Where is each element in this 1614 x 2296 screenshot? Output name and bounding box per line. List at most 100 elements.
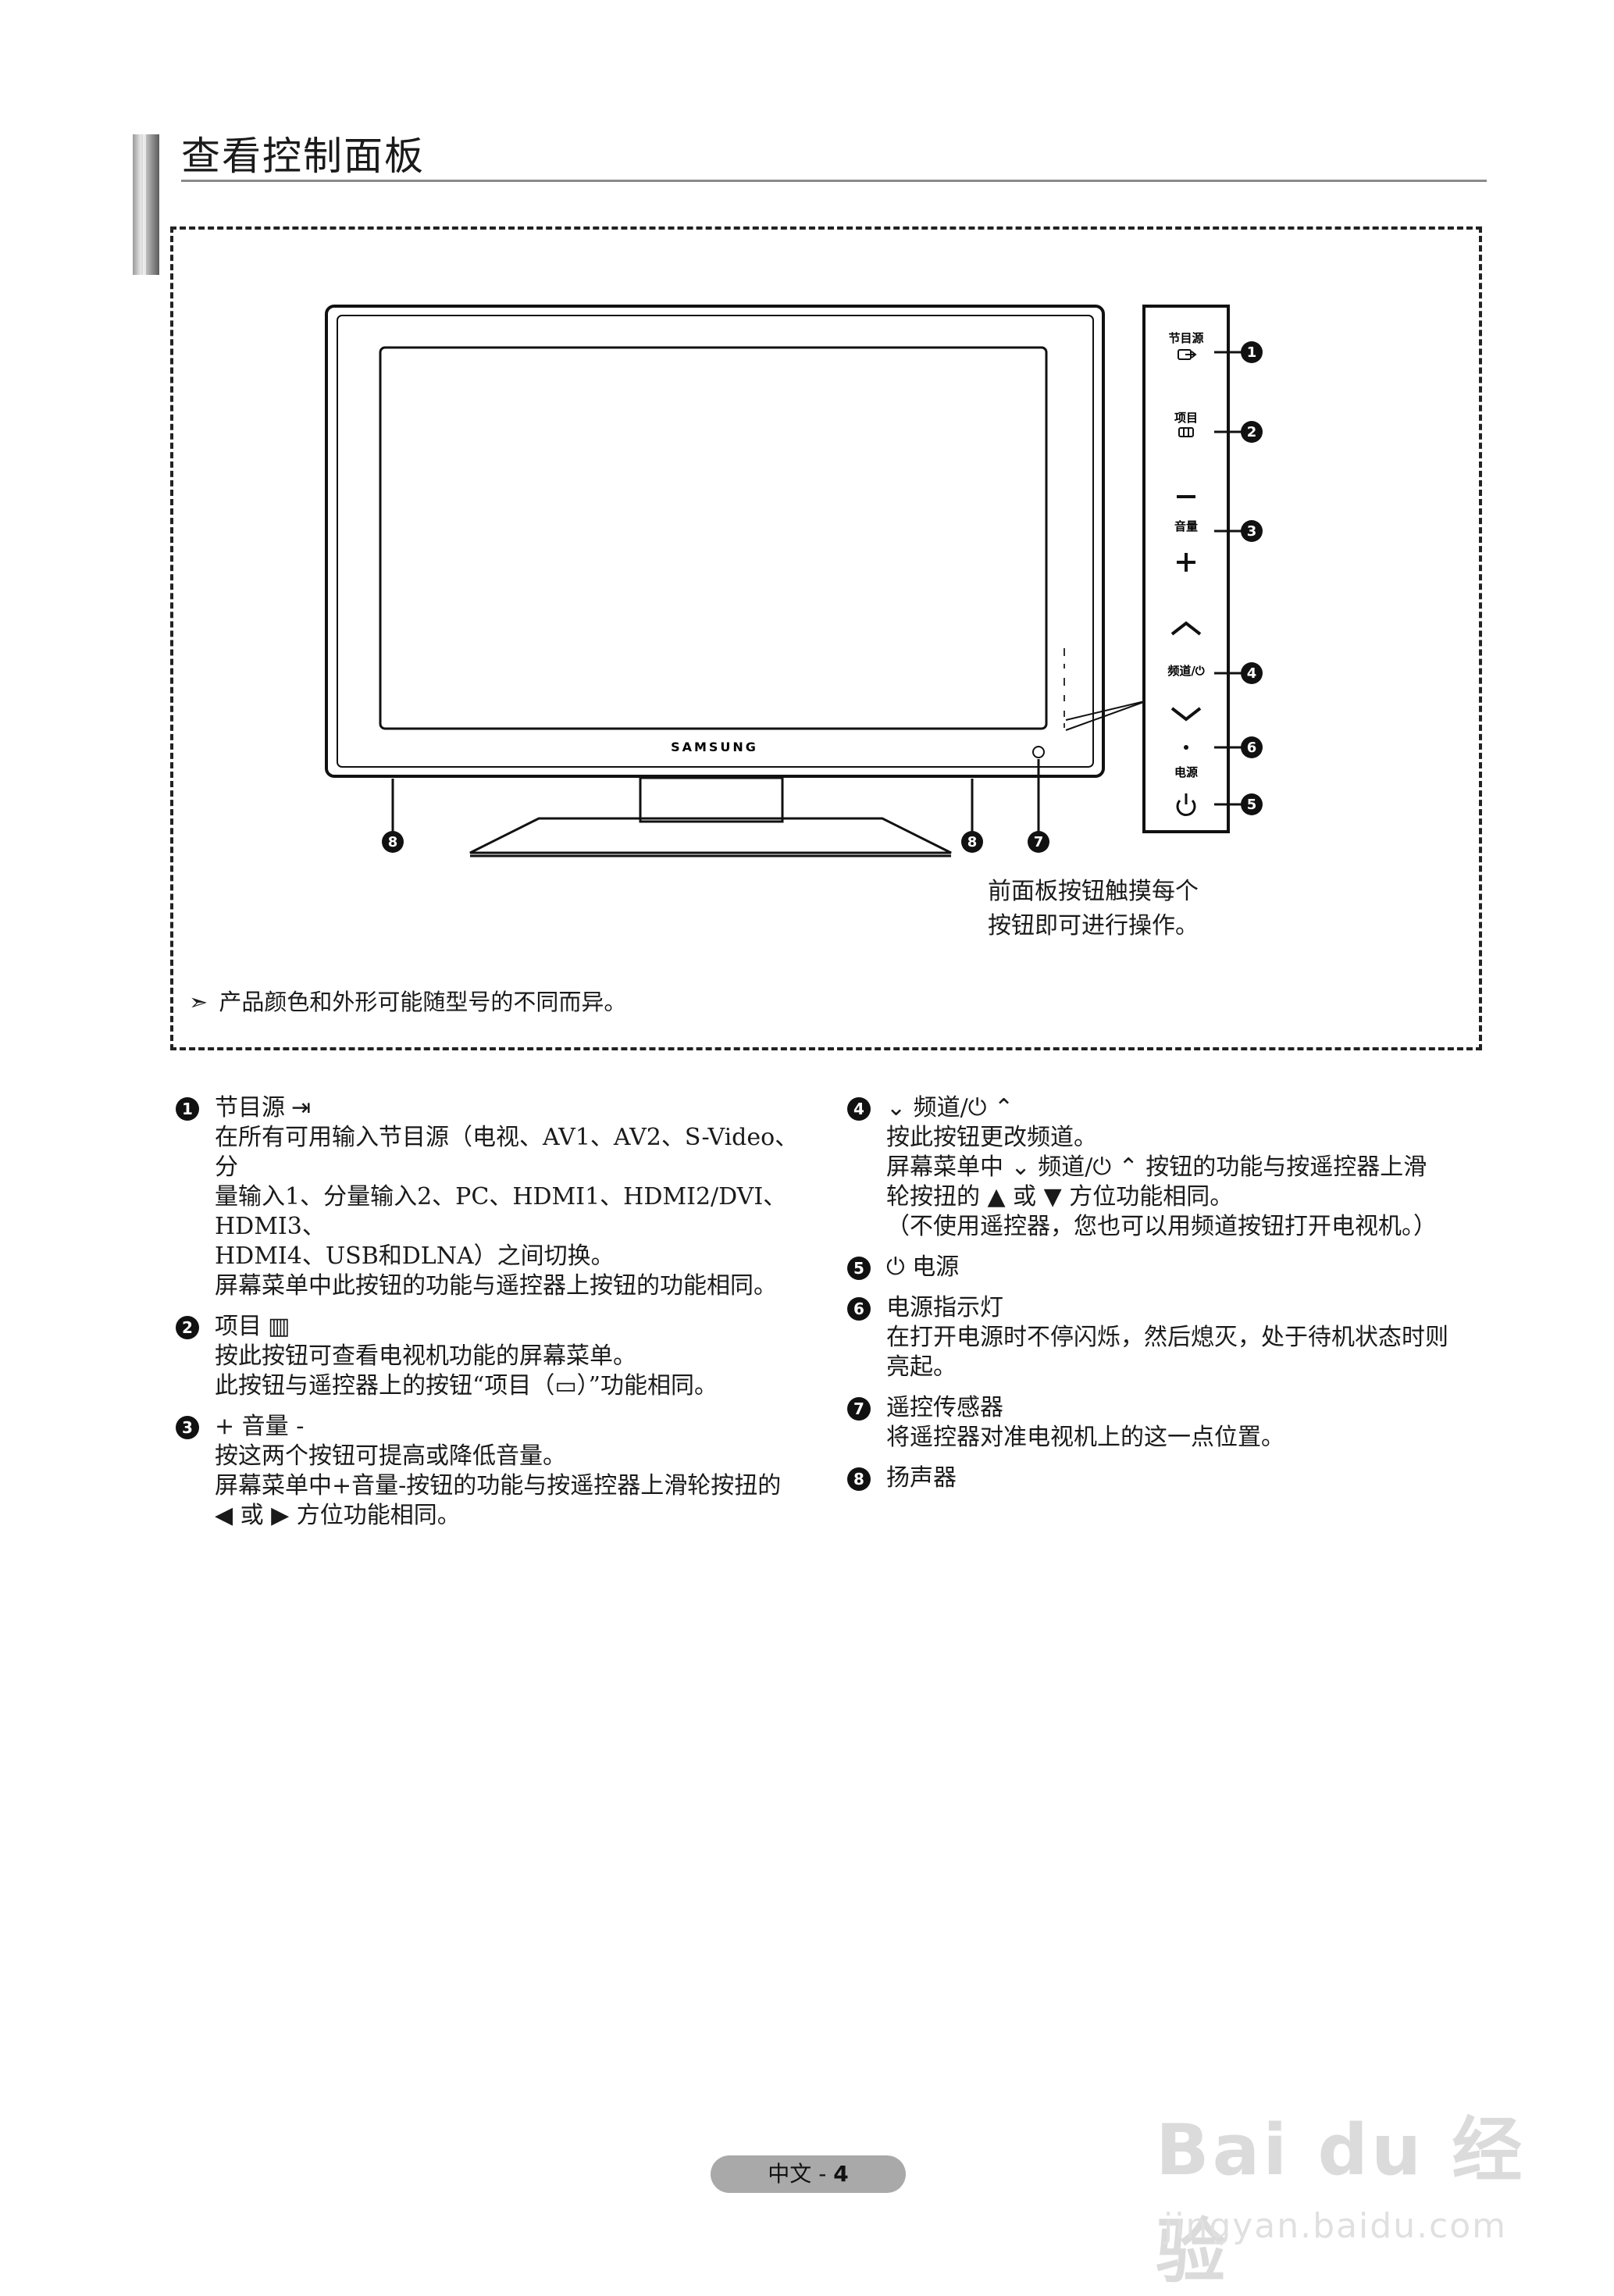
callout-5	[1241, 793, 1263, 815]
disclaimer: ➣ 产品颜色和外形可能随型号的不同而异。	[189, 984, 626, 1017]
panel-label-power: 电源	[1174, 765, 1198, 779]
legend-title: 项目	[215, 1313, 262, 1340]
source-icon	[1178, 349, 1197, 360]
header-accent-bar	[133, 134, 159, 275]
svg-text:6: 6	[1247, 740, 1257, 756]
legend-line: （不使用遥控器，您也可以用频道按钮打开电视机。）	[886, 1213, 1437, 1240]
panel-pointer-line-a	[1065, 700, 1149, 721]
callout-4	[1241, 662, 1263, 684]
legend-line: 屏幕菜单中 ⌄ 频道/⏻ ⌃ 按钮的功能与按遥控器上滑	[886, 1153, 1427, 1181]
brand-logo: SAMSUNG	[671, 740, 758, 754]
watermark-url: jingyan.baidu.com	[1163, 2206, 1508, 2246]
tv-screen	[379, 346, 1048, 730]
legend-number: 5	[847, 1257, 871, 1280]
legend-number: 6	[847, 1297, 871, 1321]
header-accent-highlight	[143, 134, 146, 275]
callout-8-left	[382, 831, 404, 853]
title-divider	[181, 180, 1487, 182]
tv-stand-base	[469, 817, 952, 854]
legend-title: ⌄ 频道/⏻ ⌃	[886, 1094, 1014, 1121]
panel-label-menu: 项目	[1174, 411, 1198, 425]
legend-item: 6 电源指示灯 在打开电源时不停闪烁，然后熄灭，处于待机状态时则 亮起。	[847, 1293, 1488, 1382]
remote-sensor	[1032, 746, 1045, 758]
legend-line: 此按钮与遥控器上的按钮“项目（▭）”功能相同。	[215, 1372, 718, 1399]
svg-text:2: 2	[1247, 424, 1257, 440]
legend-number: 3	[176, 1416, 199, 1439]
legend-line: 屏幕菜单中+音量-按钮的功能与按遥控器上滑轮按扭的	[215, 1472, 782, 1499]
legend-line: 按此按钮可查看电视机功能的屏幕菜单。	[215, 1342, 636, 1370]
legend-right-column: 4 ⌄ 频道/⏻ ⌃ 按此按钮更改频道。 屏幕菜单中 ⌄ 频道/⏻ ⌃ 按钮的功…	[847, 1093, 1488, 1504]
page-title: 查看控制面板	[181, 134, 425, 179]
power-indicator-dot	[1184, 745, 1188, 750]
legend-line: HDMI4、USB和DLNA）之间切换。	[215, 1242, 615, 1270]
tv-stand-neck	[639, 776, 784, 823]
svg-text:4: 4	[1247, 665, 1257, 682]
touch-note-line: 前面板按钮触摸每个	[988, 878, 1199, 905]
legend-line: 亮起。	[886, 1353, 957, 1381]
callout-1	[1241, 341, 1263, 363]
volume-plus-icon	[1177, 553, 1195, 572]
legend-item: 3 + 音量 - 按这两个按钮可提高或降低音量。 屏幕菜单中+音量-按钮的功能与…	[176, 1412, 816, 1531]
legend-title: ⏻ 电源	[886, 1253, 960, 1281]
source-icon: ⇥	[291, 1094, 312, 1121]
legend-item: 7 遥控传感器 将遥控器对准电视机上的这一点位置。	[847, 1393, 1488, 1453]
legend-line: 在打开电源时不停闪烁，然后熄灭，处于待机状态时则	[886, 1324, 1448, 1351]
touch-note-line: 按钮即可进行操作。	[988, 912, 1199, 939]
legend-line: 屏幕菜单中此按钮的功能与遥控器上按钮的功能相同。	[215, 1272, 777, 1300]
panel-label-source: 节目源	[1168, 331, 1203, 345]
svg-text:3: 3	[1247, 523, 1257, 540]
legend-line: ◀ 或 ▶ 方位功能相同。	[215, 1502, 461, 1529]
legend-number: 2	[176, 1316, 199, 1339]
legend-line: 轮按扭的 ▲ 或 ▼ 方位功能相同。	[886, 1183, 1234, 1210]
legend-number: 8	[847, 1467, 871, 1491]
svg-text:1: 1	[1247, 344, 1257, 361]
callout-6	[1241, 736, 1263, 758]
power-icon	[1176, 793, 1196, 816]
legend-line: 在所有可用输入节目源（电视、AV1、AV2、S-Video、分	[215, 1124, 799, 1181]
callout-7	[1028, 831, 1049, 853]
footer-language: 中文 -	[768, 2161, 834, 2187]
svg-text:7: 7	[1034, 834, 1044, 850]
touch-panel-note: 前面板按钮触摸每个 按钮即可进行操作。	[988, 875, 1199, 943]
legend-number: 1	[176, 1097, 199, 1121]
tv-bezel	[325, 305, 1105, 778]
watermark: Bai du 经验 jingyan.baidu.com	[1148, 2030, 1554, 2293]
figure-frame	[170, 226, 1482, 1050]
channel-down-icon	[1170, 707, 1202, 722]
legend-item: 1 节目源⇥ 在所有可用输入节目源（电视、AV1、AV2、S-Video、分 量…	[176, 1093, 816, 1301]
legend-line: 按这两个按钮可提高或降低音量。	[215, 1442, 566, 1470]
callout-2	[1241, 421, 1263, 443]
page-number: 4	[833, 2161, 849, 2187]
legend-item: 4 ⌄ 频道/⏻ ⌃ 按此按钮更改频道。 屏幕菜单中 ⌄ 频道/⏻ ⌃ 按钮的功…	[847, 1093, 1488, 1242]
legend-title: 扬声器	[886, 1464, 957, 1492]
svg-text:5: 5	[1247, 797, 1257, 813]
menu-icon	[1178, 427, 1194, 437]
disclaimer-text: 产品颜色和外形可能随型号的不同而异。	[219, 989, 627, 1015]
tv-bezel-inner	[337, 315, 1094, 768]
legend-item: 8 扬声器	[847, 1464, 1488, 1493]
legend-title: + 音量 -	[215, 1413, 305, 1440]
channel-up-icon	[1170, 621, 1202, 636]
legend-item: 5 ⏻ 电源	[847, 1253, 1488, 1282]
tv-diagram: SAMSUNG 节目源 项目 音量 频道/⏻ 电源	[325, 305, 1263, 857]
callout-3	[1241, 520, 1263, 542]
note-arrow-icon: ➣	[189, 989, 208, 1015]
legend-title: 遥控传感器	[886, 1394, 1003, 1421]
callout-8-right	[961, 831, 983, 853]
panel-pointer-line-b	[1065, 700, 1149, 731]
legend-line: 将遥控器对准电视机上的这一点位置。	[886, 1424, 1284, 1451]
svg-text:8: 8	[388, 834, 398, 850]
legend-number: 4	[847, 1097, 871, 1121]
legend-number: 7	[847, 1397, 871, 1421]
legend-line: 按此按钮更改频道。	[886, 1124, 1097, 1151]
legend-line: 量输入1、分量输入2、PC、HDMI1、HDMI2/DVI、HDMI3、	[215, 1183, 787, 1240]
legend-title: 电源指示灯	[886, 1294, 1003, 1321]
svg-text:8: 8	[967, 834, 978, 850]
panel-label-channel: 频道/⏻	[1167, 664, 1204, 678]
legend-item: 2 项目▥ 按此按钮可查看电视机功能的屏幕菜单。 此按钮与遥控器上的按钮“项目（…	[176, 1312, 816, 1401]
legend-left-column: 1 节目源⇥ 在所有可用输入节目源（电视、AV1、AV2、S-Video、分 量…	[176, 1093, 816, 1542]
legend-title: 节目源	[215, 1094, 285, 1121]
panel-label-volume: 音量	[1174, 519, 1198, 533]
watermark-logo: Bai du 经验	[1156, 2109, 1526, 2293]
menu-icon: ▥	[268, 1313, 290, 1340]
